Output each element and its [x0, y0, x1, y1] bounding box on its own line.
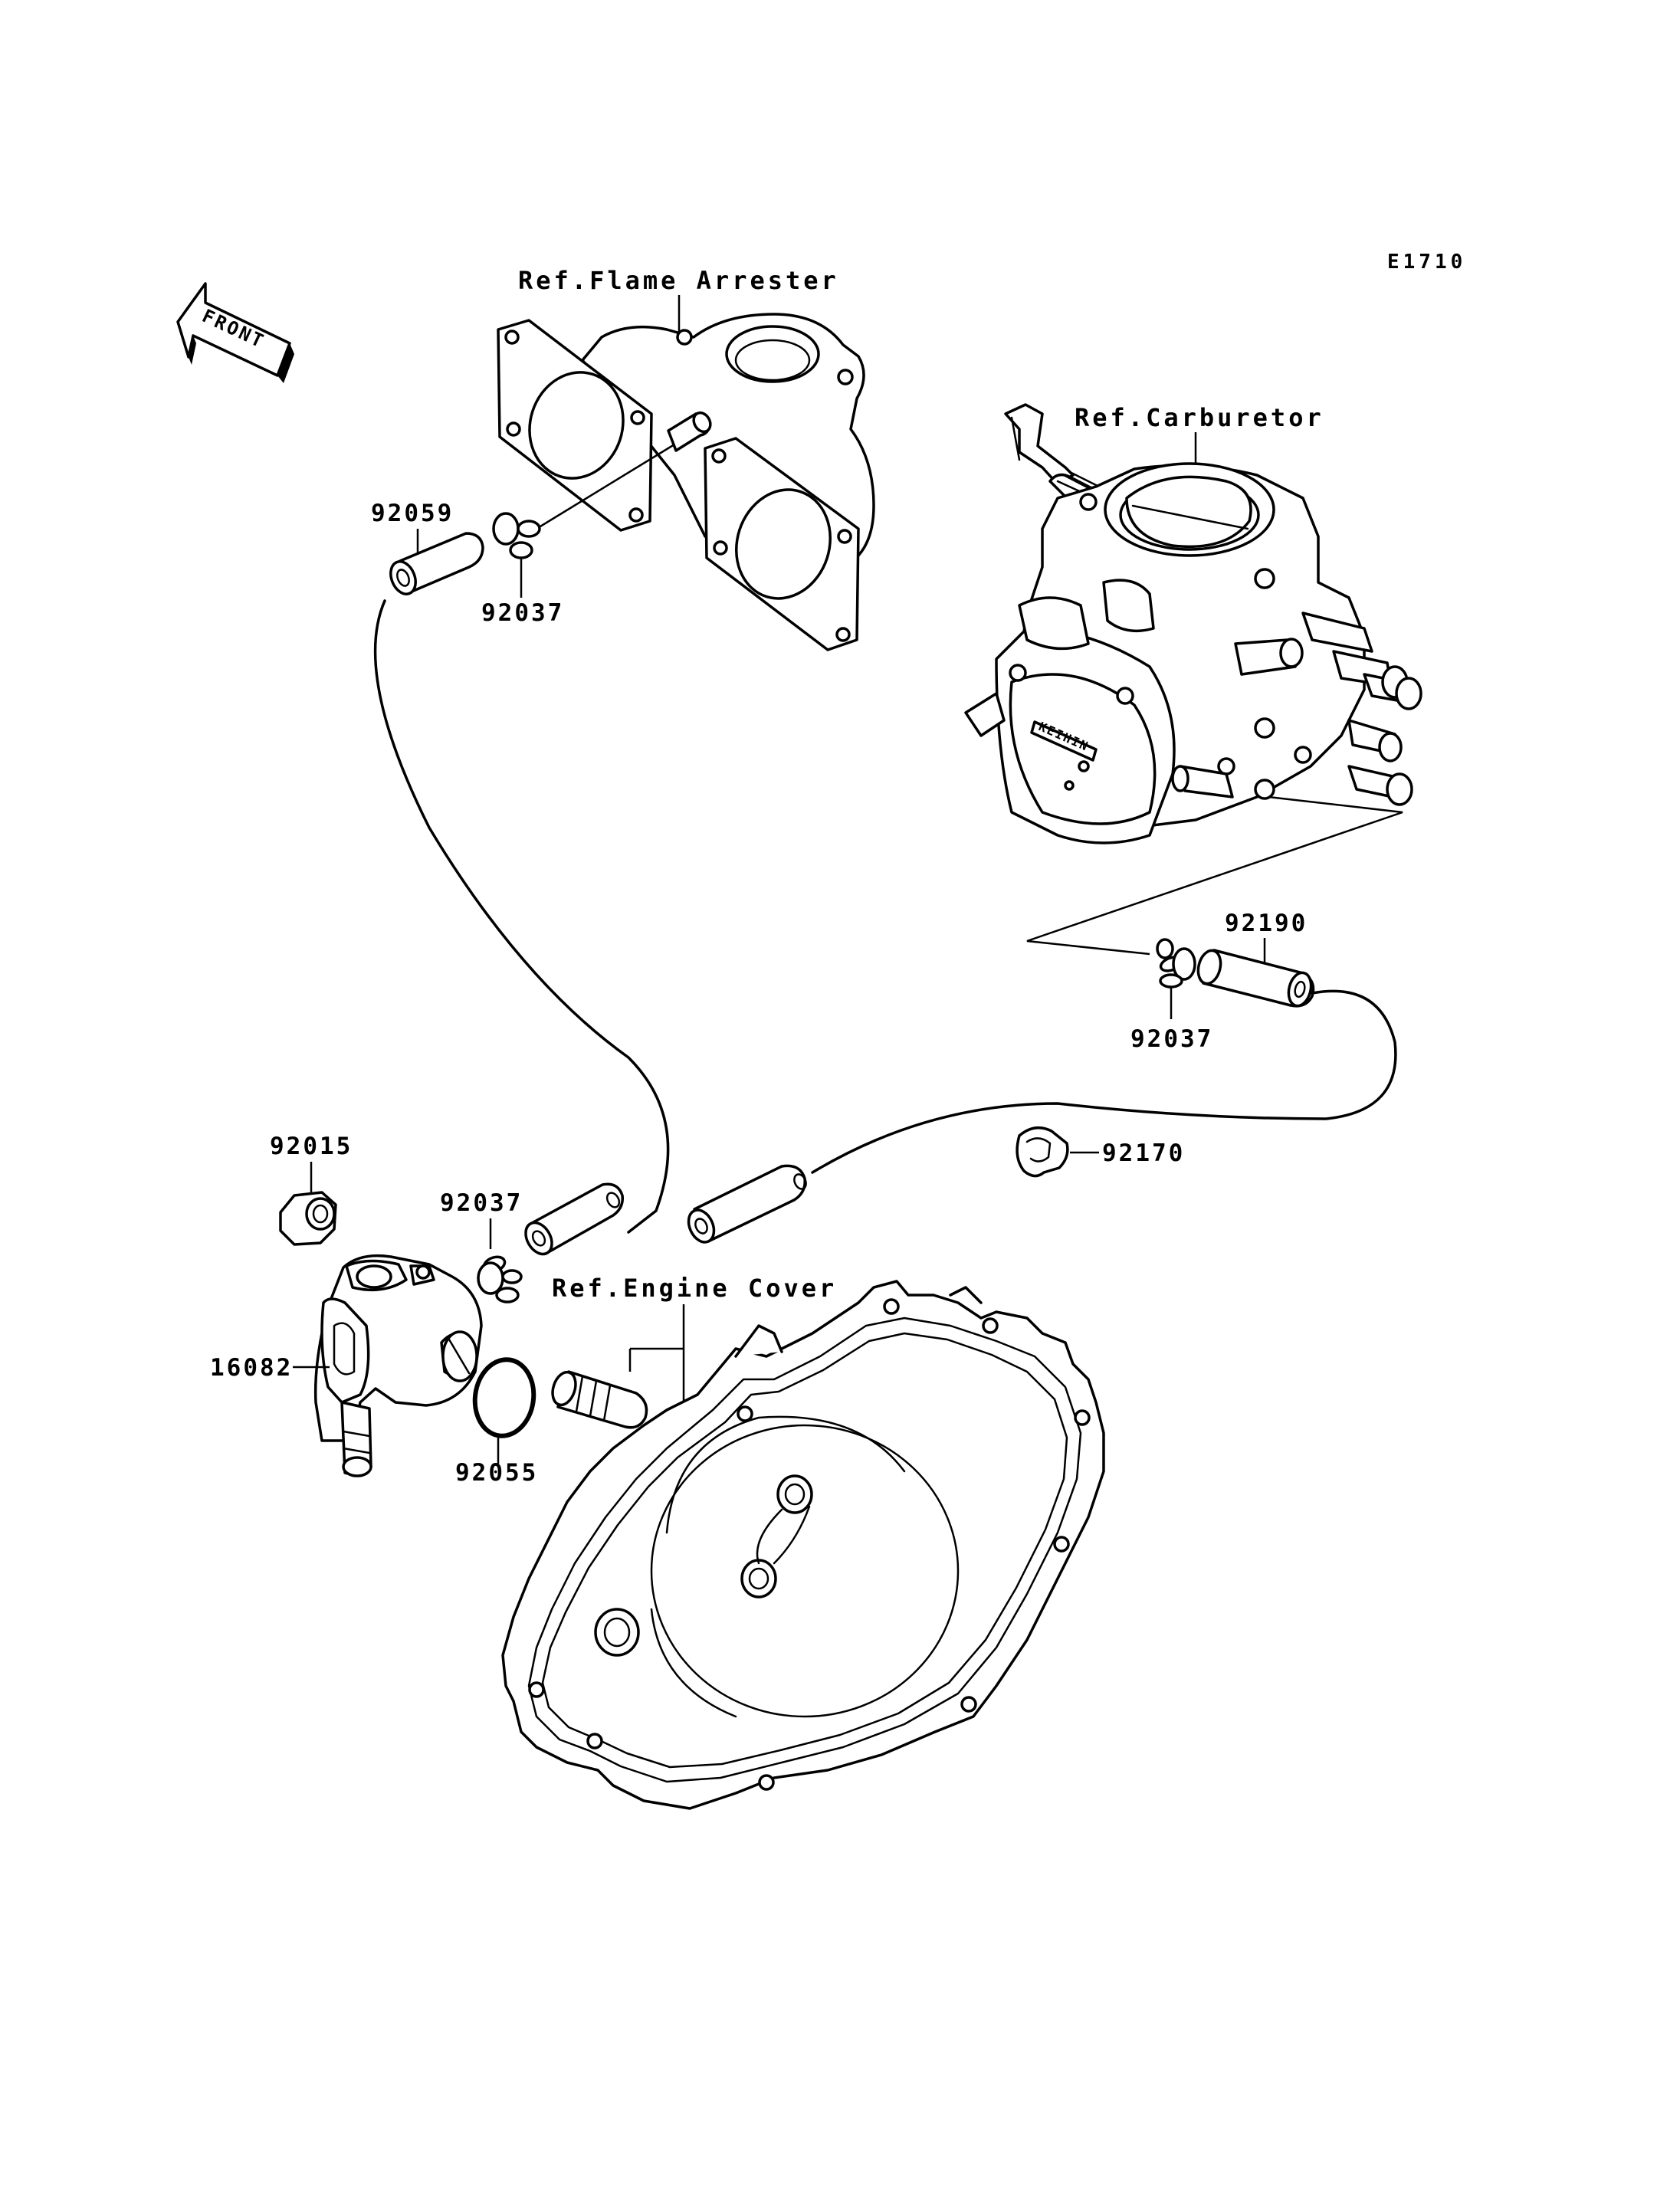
part-number-92037-right: 92037 — [1130, 1025, 1213, 1053]
fuel-hose-left — [373, 599, 670, 1234]
part-number-92059: 92059 — [371, 500, 454, 527]
engine-cover-assembly: Ref.Engine Cover — [501, 1274, 1105, 1810]
front-direction-arrow-icon: FRONT — [176, 282, 294, 383]
part-number-92190: 92190 — [1225, 910, 1308, 937]
clip-92170[interactable]: 92170 — [1016, 1126, 1185, 1178]
part-number-92170: 92170 — [1102, 1139, 1185, 1167]
o-ring-92055[interactable]: 92055 — [455, 1356, 539, 1487]
part-number-16082: 16082 — [210, 1354, 293, 1382]
clamp-92037-mid[interactable]: 92037 — [440, 1189, 523, 1303]
fuel-valve-16082[interactable]: 16082 — [210, 1254, 483, 1477]
flame-arrester-assembly: Ref.Flame Arrester — [497, 266, 875, 651]
hose-short-right — [687, 1164, 807, 1244]
clamp-92037-top[interactable]: 92037 — [481, 512, 564, 627]
ref-carburetor-label: Ref.Carburetor — [1075, 403, 1324, 432]
hose-92059[interactable]: 92059 — [371, 500, 484, 598]
hose-short-left — [524, 1182, 624, 1256]
diagram-code: E1710 — [1387, 251, 1466, 274]
nut-92015[interactable]: 92015 — [270, 1133, 353, 1246]
part-number-92015: 92015 — [270, 1133, 353, 1160]
part-number-92037-top: 92037 — [481, 599, 564, 627]
part-number-92055: 92055 — [455, 1459, 538, 1487]
ref-flame-arrester-label: Ref.Flame Arrester — [518, 266, 839, 295]
carburetor-assembly: Ref.Carburetor KEIHIN — [964, 403, 1422, 956]
clamp-92037-right[interactable]: 92037 — [1130, 938, 1213, 1053]
fuel-hose-right — [811, 989, 1397, 1174]
part-number-92037-mid: 92037 — [440, 1189, 523, 1217]
ref-engine-cover-label: Ref.Engine Cover — [552, 1274, 837, 1303]
hose-92190[interactable]: 92190 — [1195, 910, 1315, 1008]
